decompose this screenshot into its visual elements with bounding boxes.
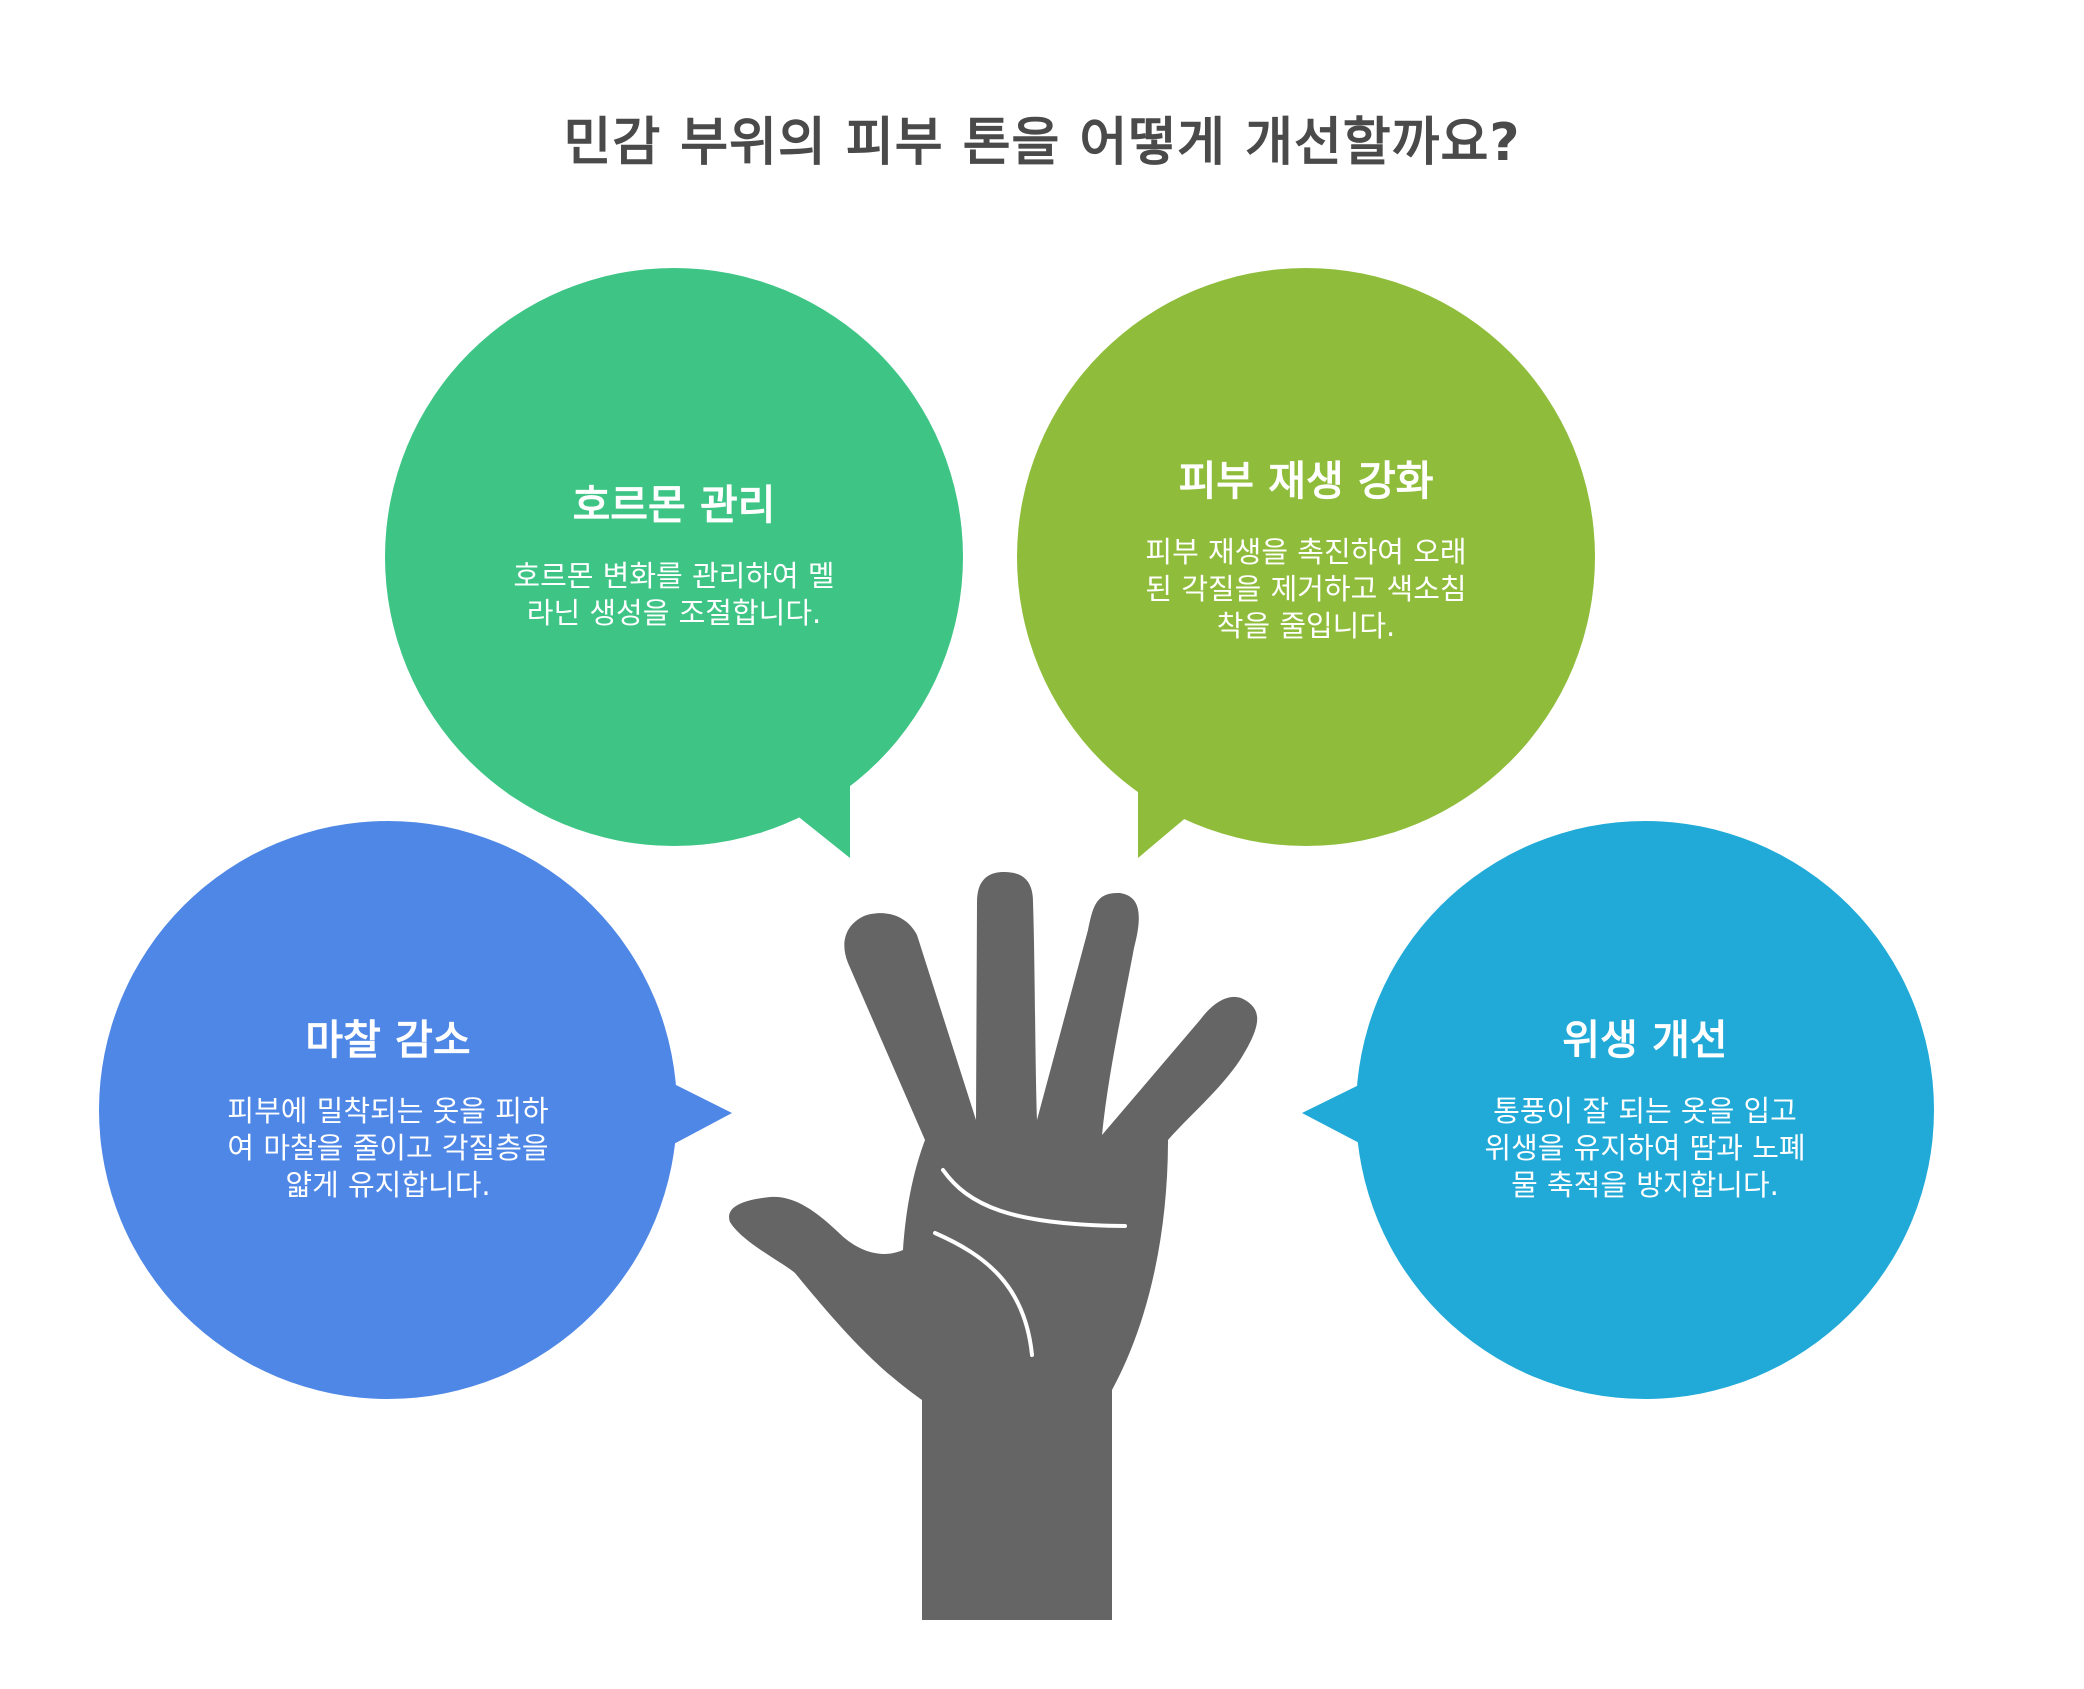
page-title: 민감 부위의 피부 톤을 어떻게 개선할까요? — [563, 113, 1521, 173]
bubble-hygiene — [1302, 821, 1934, 1399]
raised-hand-icon — [729, 872, 1258, 1620]
bubble-hormone — [385, 268, 963, 858]
bubble-hormone-tail — [790, 782, 850, 858]
bubble-regeneration-description: 피부 재생을 촉진하여 오래 된 각질을 제거하고 색소침 착을 줄입니다. — [1106, 534, 1506, 645]
bubble-hygiene-description: 통풍이 잘 되는 옷을 입고 위생을 유지하여 땀과 노폐 물 축적을 방지합니… — [1445, 1093, 1845, 1204]
bubble-regeneration-title: 피부 재생 강화 — [1178, 457, 1434, 505]
bubble-hygiene-line: 물 축적을 방지합니다. — [1511, 1168, 1779, 1202]
bubble-friction-content: 마찰 감소 피부에 밀착되는 옷을 피하 여 마찰을 줄이고 각질층을 얇게 유… — [188, 1015, 588, 1204]
bubble-friction-circle — [99, 821, 677, 1399]
bubble-friction-description: 피부에 밀착되는 옷을 피하 여 마찰을 줄이고 각질층을 얇게 유지합니다. — [188, 1093, 588, 1204]
bubble-hygiene-content: 위생 개선 통풍이 잘 되는 옷을 입고 위생을 유지하여 땀과 노폐 물 축적… — [1445, 1015, 1845, 1204]
bubble-regeneration-content: 피부 재생 강화 피부 재생을 촉진하여 오래 된 각질을 제거하고 색소침 착… — [1106, 456, 1506, 645]
bubble-friction-title: 마찰 감소 — [305, 1016, 471, 1064]
bubble-hygiene-line: 위생을 유지하여 땀과 노폐 — [1484, 1131, 1806, 1165]
bubble-hygiene-title: 위생 개선 — [1562, 1016, 1728, 1064]
hand-palm-line-upper — [941, 1168, 1127, 1228]
bubble-regeneration-line: 착을 줄입니다. — [1216, 609, 1396, 643]
bubble-friction-line: 여 마찰을 줄이고 각질층을 — [227, 1131, 549, 1165]
bubble-friction — [99, 821, 732, 1399]
bubble-friction-line: 피부에 밀착되는 옷을 피하 — [227, 1094, 549, 1128]
bubble-hormone-content: 호르몬 관리 호르몬 변화를 관리하여 멜 라닌 생성을 조절합니다. — [474, 480, 874, 632]
hand-palm — [729, 872, 1258, 1620]
hand-palm-line-lower — [933, 1231, 1034, 1357]
bubble-friction-line: 얇게 유지합니다. — [285, 1168, 491, 1202]
bubble-hormone-line: 라닌 생성을 조절합니다. — [526, 596, 822, 630]
bubble-regeneration — [1017, 268, 1595, 858]
bubble-hygiene-circle — [1356, 821, 1934, 1399]
bubble-hormone-description: 호르몬 변화를 관리하여 멜 라닌 생성을 조절합니다. — [474, 558, 874, 632]
bubble-friction-tail — [670, 1082, 732, 1146]
bubble-hygiene-tail — [1302, 1082, 1365, 1146]
bubble-hormone-line: 호르몬 변화를 관리하여 멜 — [513, 559, 835, 593]
bubble-hygiene-line: 통풍이 잘 되는 옷을 입고 — [1493, 1094, 1797, 1128]
bubble-regeneration-tail — [1138, 782, 1195, 858]
bubble-hormone-circle — [385, 268, 963, 846]
bubble-hormone-title: 호르몬 관리 — [572, 481, 776, 529]
bubble-regeneration-circle — [1017, 268, 1595, 846]
bubble-regeneration-line: 피부 재생을 촉진하여 오래 — [1145, 535, 1467, 569]
bubble-regeneration-line: 된 각질을 제거하고 색소침 — [1145, 572, 1467, 606]
